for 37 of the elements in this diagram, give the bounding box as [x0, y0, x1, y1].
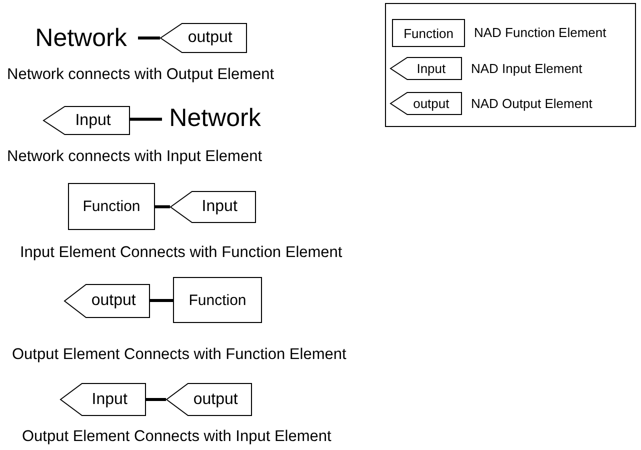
port-element-pentagon	[43, 106, 130, 135]
element-label: Input	[416, 61, 446, 76]
element-label: Function	[82, 198, 140, 215]
connector-line	[150, 299, 173, 302]
element-label: Function	[404, 26, 454, 40]
legend-description: NAD Output Element	[471, 96, 592, 110]
legend-description: NAD Function Element	[474, 25, 606, 40]
port-element-pentagon	[60, 383, 146, 416]
element-label: output	[188, 29, 232, 47]
connector-line	[138, 36, 160, 40]
caption: Input Element Connects with Function Element	[20, 244, 342, 262]
caption: Network connects with Output Element	[7, 66, 274, 84]
caption: Network connects with Input Element	[7, 148, 262, 166]
element-label: Function	[188, 292, 246, 308]
legend-description: NAD Input Element	[471, 60, 582, 76]
connector-line	[146, 398, 166, 401]
element-label: Input	[92, 390, 128, 408]
element-label: Input	[202, 198, 238, 216]
port-element-pentagon	[166, 383, 252, 416]
element-label: Input	[75, 112, 111, 130]
port-element-pentagon	[64, 284, 150, 318]
port-element-pentagon	[160, 23, 247, 53]
element-label: output	[193, 390, 238, 408]
function-element-box	[392, 19, 465, 47]
port-element-pentagon	[170, 191, 256, 223]
element-label: output	[413, 96, 450, 111]
element-label: Network	[169, 104, 261, 132]
connector-line	[130, 118, 162, 121]
element-label: Network	[35, 24, 127, 52]
function-element-box	[173, 277, 262, 323]
port-element-pentagon	[390, 92, 462, 115]
caption: Output Element Connects with Function Element	[12, 346, 346, 364]
port-element-pentagon	[390, 57, 462, 80]
element-label: output	[91, 292, 136, 310]
caption: Output Element Connects with Input Element	[22, 428, 332, 446]
connector-line	[155, 205, 170, 208]
function-element-box	[68, 183, 155, 230]
